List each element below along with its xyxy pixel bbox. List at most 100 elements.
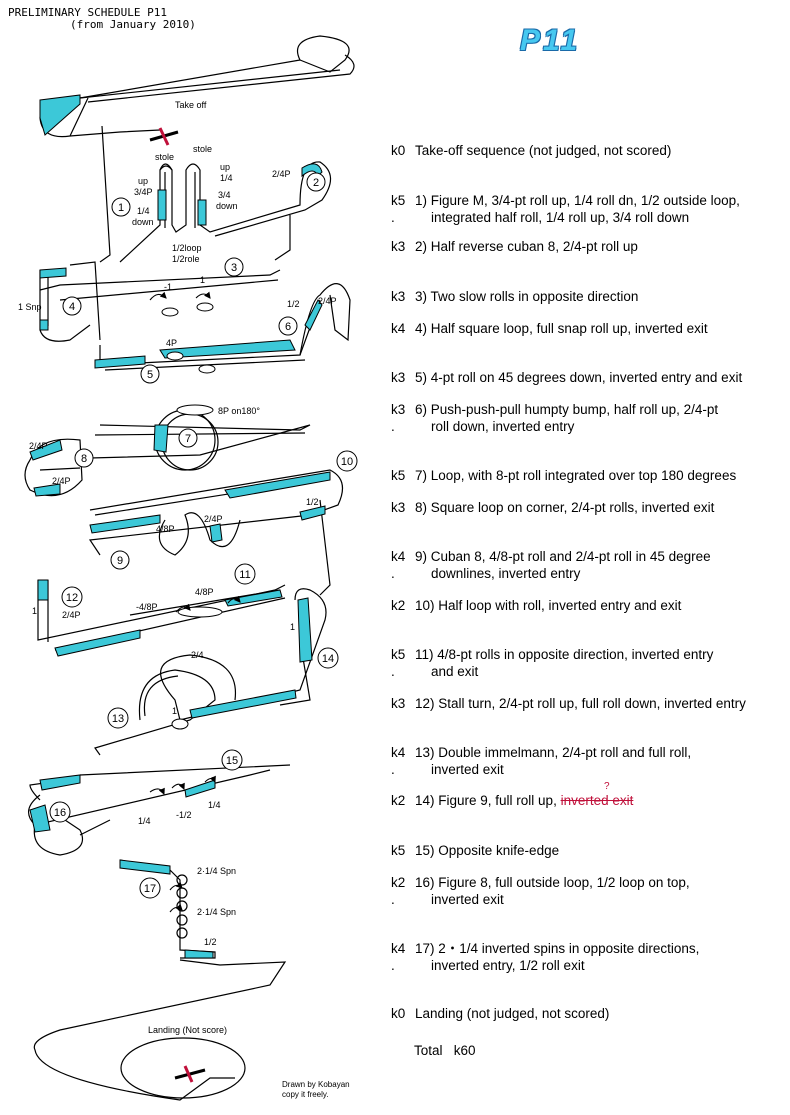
schedule-text-continued: roll down, inverted entry bbox=[431, 419, 575, 434]
figure-number-13: 13 bbox=[107, 707, 129, 729]
label-m12: -1/2 bbox=[176, 810, 192, 820]
svg-text:5: 5 bbox=[147, 369, 153, 381]
continuation-dot: . bbox=[391, 762, 395, 777]
figure-5-path bbox=[99, 283, 351, 366]
figure-number-6: 6 bbox=[278, 316, 298, 336]
k-factor: k3 bbox=[391, 239, 406, 254]
label-48p: 4/8P bbox=[156, 524, 175, 534]
strike-note: ? bbox=[604, 781, 610, 792]
label-24p-fig8a: 2/4P bbox=[29, 441, 48, 451]
label-down-2: down bbox=[216, 201, 238, 211]
label-spn-2: 2·1/4 Spn bbox=[197, 907, 236, 917]
svg-text:10: 10 bbox=[341, 456, 353, 468]
label-half-fig10: 1/2 bbox=[306, 497, 319, 507]
schedule-text: 17) 2・1/4 inverted spins in opposite dir… bbox=[415, 941, 700, 956]
total-row: Total k60 bbox=[414, 1043, 476, 1058]
schedule-text: Take-off sequence (not judged, not score… bbox=[415, 143, 672, 158]
label-one-fig14: 1 bbox=[290, 622, 295, 632]
k-factor: k5 bbox=[391, 193, 406, 208]
schedule-text: 13) Double immelmann, 2/4-pt roll and fu… bbox=[415, 745, 692, 760]
airplane-icon-takeoff bbox=[149, 127, 179, 146]
figure-8-path bbox=[24, 438, 83, 497]
p11-logo: P11 bbox=[520, 24, 581, 57]
continuation-dot: . bbox=[391, 892, 395, 907]
figure-number-8: 8 bbox=[74, 448, 94, 468]
k-factor: k5 bbox=[391, 468, 406, 483]
schedule-text-continued: inverted exit bbox=[431, 892, 504, 907]
airplane-icon-landing bbox=[174, 1065, 206, 1083]
label-24p-fig12: 2/4P bbox=[62, 610, 81, 620]
schedule-subtitle: (from January 2010) bbox=[70, 18, 196, 31]
label-m1: -1 bbox=[164, 282, 172, 292]
continuation-dot: . bbox=[391, 419, 395, 434]
schedule-text: 12) Stall turn, 2/4-pt roll up, full rol… bbox=[415, 696, 746, 711]
struck-text: inverted exit bbox=[560, 793, 634, 808]
continuation-dot: . bbox=[391, 664, 395, 679]
schedule-item: k0 Take-off sequence (not judged, not sco… bbox=[391, 142, 786, 159]
label-halfrole: 1/2role bbox=[172, 254, 200, 264]
continuation-dot: . bbox=[391, 210, 395, 225]
svg-text:1: 1 bbox=[118, 202, 124, 214]
k-factor: k4 bbox=[391, 941, 406, 956]
label-stole-1: stole bbox=[155, 152, 174, 162]
svg-text:9: 9 bbox=[117, 555, 123, 567]
schedule-item: k4 13) Double immelmann, 2/4-pt roll and … bbox=[391, 744, 786, 778]
label-24p-fig9: 2/4P bbox=[204, 514, 223, 524]
svg-text:6: 6 bbox=[285, 321, 291, 333]
figure-15-path bbox=[29, 764, 291, 801]
label-m48p: -4/8P bbox=[136, 602, 158, 612]
label-landing: Landing (Not score) bbox=[148, 1025, 227, 1035]
figure-number-11: 11 bbox=[234, 563, 256, 585]
figure-number-12: 12 bbox=[61, 586, 83, 608]
label-14-1: 1/4 bbox=[137, 206, 150, 216]
schedule-text: 9) Cuban 8, 4/8-pt roll and 2/4-pt roll … bbox=[415, 549, 711, 564]
k-factor: k3 bbox=[391, 289, 406, 304]
figure-13-path bbox=[94, 669, 216, 756]
svg-text:13: 13 bbox=[112, 713, 124, 725]
k-factor: k0 bbox=[391, 1006, 406, 1021]
credit-copy: copy it freely. bbox=[282, 1090, 329, 1099]
k-factor: k0 bbox=[391, 143, 406, 158]
credit-drawn-by: Drawn by Kobayan bbox=[282, 1080, 350, 1089]
svg-text:12: 12 bbox=[66, 592, 78, 604]
label-48p-fig11: 4/8P bbox=[195, 587, 214, 597]
svg-text:14: 14 bbox=[322, 653, 334, 665]
schedule-text: 14) Figure 9, full roll up, bbox=[415, 793, 561, 808]
label-stole-2: stole bbox=[193, 144, 212, 154]
schedule-text-continued: downlines, inverted entry bbox=[431, 566, 581, 581]
label-half-fig6: 1/2 bbox=[287, 299, 300, 309]
k-factor: k5 bbox=[391, 647, 406, 662]
figure-number-17: 17 bbox=[139, 877, 161, 899]
schedule-text-continued: integrated half roll, 1/4 roll up, 3/4 r… bbox=[431, 210, 690, 225]
continuation-dot: . bbox=[391, 958, 395, 973]
label-24-fig13: 2/4 bbox=[191, 650, 204, 660]
k-factor: k4 bbox=[391, 745, 406, 760]
svg-text:16: 16 bbox=[54, 807, 66, 819]
schedule-text: 1) Figure M, 3/4-pt roll up, 1/4 roll dn… bbox=[415, 193, 740, 208]
schedule-text: Landing (not judged, not scored) bbox=[415, 1006, 610, 1021]
schedule-text: 4) Half square loop, full snap roll up, … bbox=[415, 321, 708, 336]
label-14-fig15b: 1/4 bbox=[208, 800, 221, 810]
label-snp: 1 Snp bbox=[18, 302, 42, 312]
figure-number-3: 3 bbox=[224, 257, 244, 277]
label-one-fig12: 1 bbox=[32, 606, 37, 616]
k-factor: k4 bbox=[391, 321, 406, 336]
figure-number-9: 9 bbox=[110, 550, 130, 570]
svg-text:8: 8 bbox=[81, 453, 87, 465]
k-factor: k3 bbox=[391, 402, 406, 417]
figure-number-15: 15 bbox=[221, 749, 243, 771]
label-p1: 1 bbox=[200, 275, 205, 285]
k-factor: k2 bbox=[391, 598, 406, 613]
